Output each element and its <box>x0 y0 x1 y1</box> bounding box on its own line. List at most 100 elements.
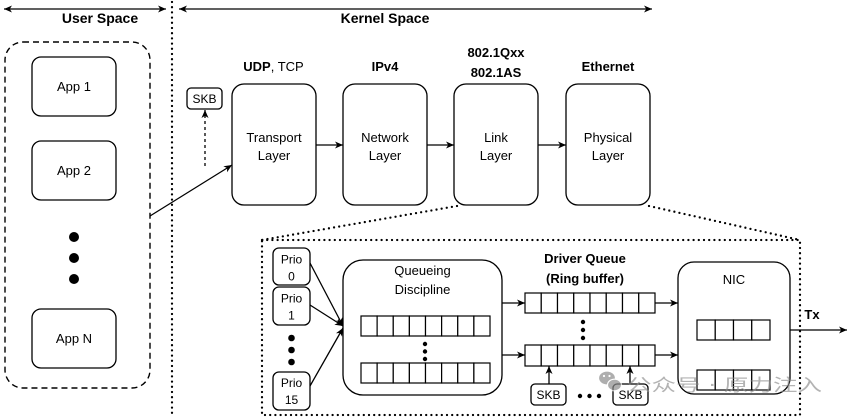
tx-label: Tx <box>804 307 820 322</box>
skb-ellipsis <box>577 393 602 399</box>
physical-layer: Physical Layer <box>565 83 651 206</box>
ring-buffer-slot <box>473 315 491 337</box>
app-1: App 1 <box>31 56 117 117</box>
ellipsis-dot <box>69 253 79 263</box>
ring-buffer-slot <box>360 315 378 337</box>
driver-skb-right: SKB <box>612 366 649 406</box>
skb-label: SKB <box>536 388 560 402</box>
ring-buffer-slot <box>732 319 753 341</box>
app-n: App N <box>31 308 117 369</box>
ring-buffer-slot <box>408 362 427 384</box>
wechat-eye <box>602 374 606 378</box>
driver-queue-label-1: Driver Queue <box>544 251 626 266</box>
prio-15: Prio 15 <box>272 371 311 411</box>
app-2-box <box>31 140 117 201</box>
ring-buffer-slot <box>524 344 542 367</box>
ring-buffer-slot <box>605 344 624 367</box>
prio-1-label-2: 1 <box>288 309 295 323</box>
apps-to-transport-arrow <box>149 164 233 217</box>
nic-label: NIC <box>723 272 745 287</box>
ring-buffer-slot <box>441 315 459 337</box>
watermark: 公众号 · 原力注入 <box>597 370 822 396</box>
udp-protocol-label: UDP <box>243 59 271 74</box>
transport-layer-label-2: Layer <box>258 148 291 163</box>
ring-buffer-slot <box>540 344 559 367</box>
link-layer: Link Layer <box>453 83 539 206</box>
link-layer-label-2: Layer <box>480 148 513 163</box>
ellipsis-dot <box>596 393 602 399</box>
wechat-logo-icon <box>597 370 623 392</box>
watermark-text: 公众号 · 原力注入 <box>627 376 822 396</box>
ring-buffer-slot <box>360 362 378 384</box>
driver-ring-buffer-top <box>524 292 656 314</box>
ring-buffer-slot <box>638 292 656 314</box>
prio-0-box <box>272 247 311 286</box>
skb-label: SKB <box>618 388 642 402</box>
ellipsis-dot <box>580 335 586 341</box>
zoom-connector-right <box>647 204 802 242</box>
ring-buffer-slot <box>751 369 771 391</box>
app-n-box <box>31 308 117 369</box>
physical-layer-label-1: Physical <box>584 130 633 145</box>
physical-layer-label-2: Layer <box>592 148 625 163</box>
prio-15-label-2: 15 <box>285 393 299 407</box>
prio-15-box <box>272 371 311 411</box>
transport-protocols-label: UDP, TCP <box>243 59 303 74</box>
ellipsis-dot <box>580 327 586 333</box>
zoom-connector-left <box>260 204 459 242</box>
ring-buffer-slot <box>457 362 475 384</box>
driver-ring-buffer-bottom <box>524 344 656 367</box>
nic: NIC <box>677 261 791 395</box>
ellipsis-dot <box>69 232 79 242</box>
kernel-space-label: Kernel Space <box>341 10 430 26</box>
prio-15-label-1: Prio <box>281 376 303 390</box>
prio-1-label-1: Prio <box>281 292 303 306</box>
ring-buffer-slot <box>589 344 607 367</box>
ring-buffer-slot <box>621 292 640 314</box>
skb-box <box>530 383 567 406</box>
ring-buffer-slot <box>457 315 475 337</box>
wechat-bubble-small <box>606 378 623 392</box>
prio-15-to-qdisc-arrow <box>309 327 344 387</box>
prio-1-box <box>272 286 311 326</box>
ring-buffer-slot <box>376 362 394 384</box>
network-layer-label-2: Layer <box>369 148 402 163</box>
ring-buffer-slot <box>408 315 427 337</box>
ring-buffer-slot <box>524 292 542 314</box>
physical-protocol-label: Ethernet <box>582 59 635 74</box>
ellipsis-dot <box>69 274 79 284</box>
link-protocol-label-2: 802.1AS <box>471 65 522 80</box>
prio-1: Prio 1 <box>272 286 311 326</box>
app-2: App 2 <box>31 140 117 201</box>
ring-buffer-slot <box>392 315 410 337</box>
transport-skb: SKB <box>186 87 223 166</box>
ring-buffer-slot <box>696 319 716 341</box>
user-space-label: User Space <box>62 10 138 26</box>
qdisc-ring-buffer-top <box>360 315 491 337</box>
ring-buffer-slot <box>573 292 591 314</box>
app-1-box <box>31 56 117 117</box>
prio-ellipsis <box>288 334 295 366</box>
ellipsis-dot <box>288 346 295 354</box>
driver-buffer-ellipsis <box>580 319 586 341</box>
ring-buffer-slot <box>473 362 491 384</box>
qdisc-label-2: Discipline <box>395 282 451 297</box>
physical-layer-box <box>565 83 651 206</box>
qdisc-label-1: Queueing <box>394 263 450 278</box>
ring-buffer-slot <box>573 344 591 367</box>
nic-ring-buffer-bottom <box>696 369 771 391</box>
ellipsis-dot <box>422 349 428 354</box>
nic-ring-buffer-top <box>696 319 771 341</box>
wechat-eye <box>608 374 611 378</box>
ring-buffer-slot <box>540 292 559 314</box>
qdisc-ring-buffer-bottom <box>360 362 491 384</box>
priority-queues: Prio 0 Prio 1 Prio 15 <box>272 247 344 411</box>
skb-label: SKB <box>192 92 216 106</box>
qdisc-buffer-ellipsis <box>422 341 428 362</box>
ellipsis-dot <box>580 319 586 325</box>
user-applications-container <box>4 41 151 389</box>
app-1-label: App 1 <box>57 79 91 94</box>
skb-box <box>612 383 649 406</box>
skb-box <box>186 87 223 110</box>
transport-layer: Transport Layer <box>231 83 317 206</box>
